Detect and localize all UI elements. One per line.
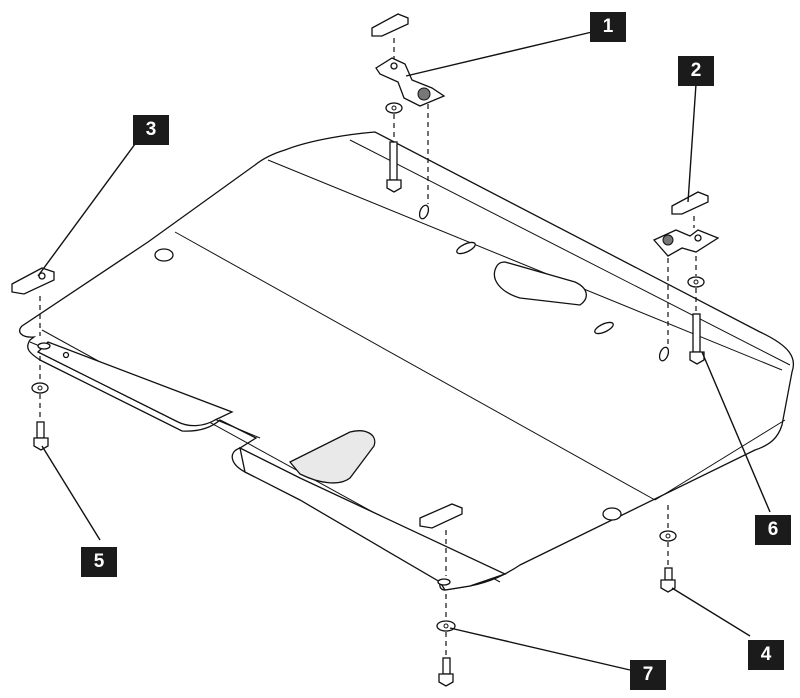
leader-5 (41, 445, 101, 541)
bracket-plate-1 (375, 57, 446, 107)
bracket-assembly-3 (11, 267, 55, 451)
clip-top (371, 13, 409, 37)
bolt-assembly-4 (659, 505, 677, 593)
slot-hole (37, 342, 51, 350)
callout-7: 7 (630, 660, 666, 690)
slot-hole (418, 204, 430, 220)
skid-plate (19, 131, 794, 591)
slot-hole (456, 241, 476, 255)
callout-3: 3 (133, 115, 169, 145)
callout-5: 5 (81, 547, 117, 577)
access-opening (493, 261, 587, 306)
leader-4 (671, 587, 751, 637)
washer (436, 620, 456, 632)
leader-lines (37, 31, 771, 671)
washer (385, 102, 403, 114)
leader-1 (405, 31, 593, 77)
washer (31, 382, 49, 394)
callout-1: 1 (590, 12, 626, 42)
callout-4: 4 (748, 640, 784, 670)
nut (417, 87, 431, 101)
washer (659, 530, 677, 542)
stud-bolt (692, 313, 701, 353)
bend-line-upper (349, 139, 791, 366)
leader-6 (701, 351, 771, 513)
left-flange (36, 341, 234, 427)
slot-hole (437, 578, 451, 586)
leader-3 (37, 139, 139, 277)
clip-left (11, 267, 55, 295)
stud-bolt (389, 141, 398, 181)
bracket-assembly-1 (371, 13, 446, 204)
bottom-flange (239, 446, 507, 591)
round-hole (602, 507, 622, 521)
bend-line-middle (174, 231, 656, 501)
leader-7 (449, 627, 631, 671)
clip-bottom (419, 503, 463, 529)
slot-hole (658, 346, 670, 362)
small-hole (62, 351, 70, 359)
bolt (36, 421, 45, 439)
bolt (664, 567, 673, 581)
bolt-assembly-7 (419, 503, 463, 687)
callout-2: 2 (678, 56, 714, 86)
washer (687, 276, 705, 288)
nut (662, 234, 674, 246)
bolt (442, 657, 451, 675)
round-hole (154, 248, 174, 262)
bend-line-right (654, 419, 786, 501)
bracket-assembly-2 (652, 191, 720, 365)
leader-2 (687, 83, 697, 203)
callout-6: 6 (755, 515, 791, 545)
slot-hole (594, 321, 614, 335)
clip-right (671, 191, 709, 215)
central-scoop (288, 430, 376, 484)
